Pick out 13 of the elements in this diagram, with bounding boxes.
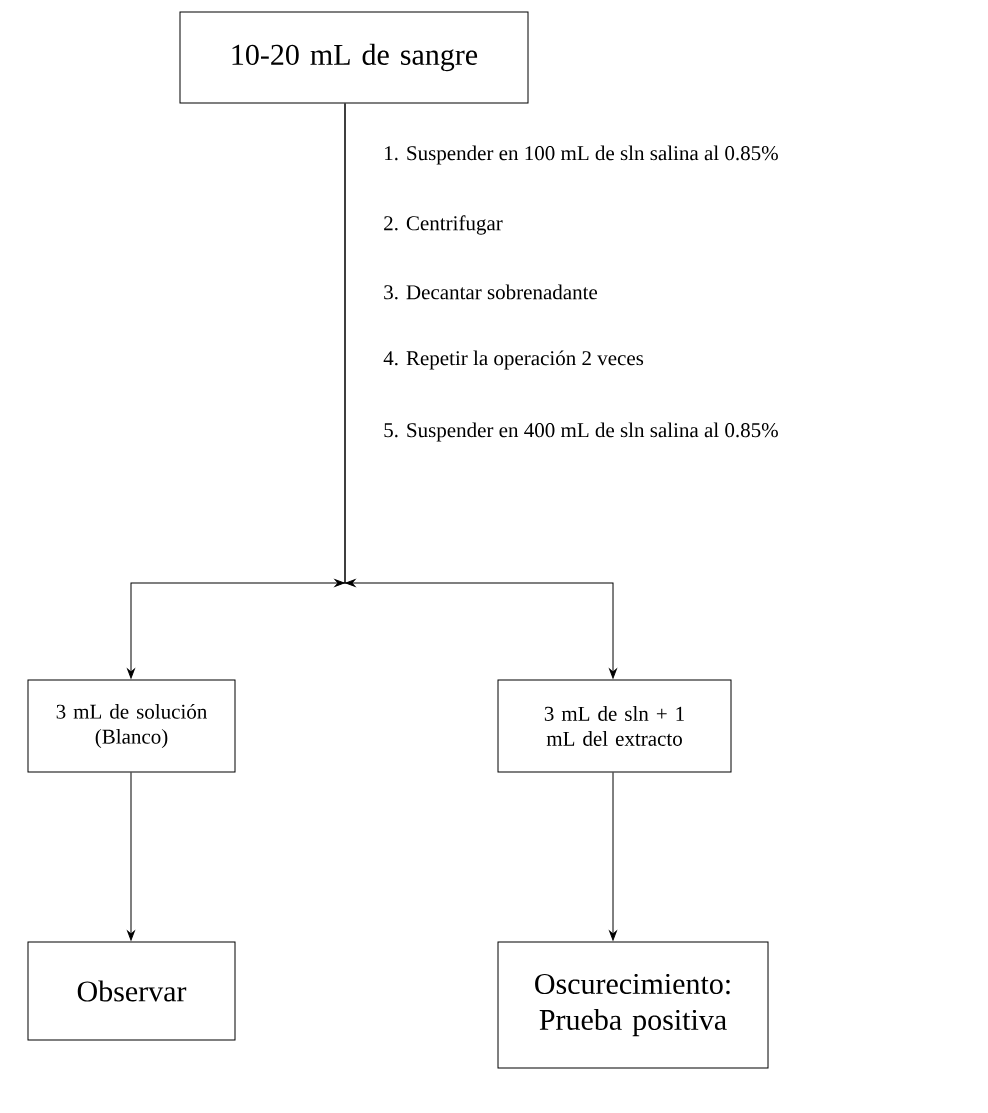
step-text: 4. Repetir la operación 2 veces [383,350,644,370]
step-text: 1. Suspender en 100 mL de sln salina al 0.85% [385,145,778,165]
process-box: 10-20 mL de sangre [179,11,529,104]
arrow [609,772,617,941]
process-box: Observar [27,941,236,1041]
step-text: 5. Suspender en 400 mL de sln salina al 0.85% [384,422,778,442]
arrow [334,103,617,679]
process-box: 3 mL de solución (Blanco) [27,679,236,773]
step-text: 3. Decantar sobrenadante [384,284,598,300]
arrow [127,772,135,941]
process-box: 3 mL de sln + 1 mL del extracto [497,679,732,773]
process-box: Oscurecimiento: Prueba positiva [497,941,769,1069]
step-text: 2. Centrifugar [384,215,503,235]
